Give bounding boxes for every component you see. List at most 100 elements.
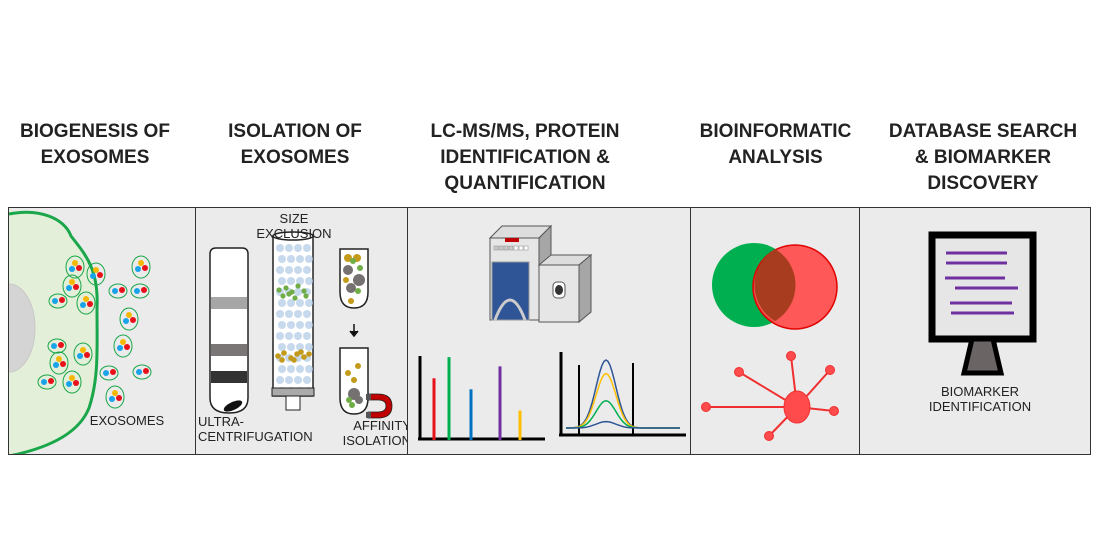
panel-database: BIOMARKER IDENTIFICATION xyxy=(859,207,1091,455)
bead xyxy=(276,332,284,340)
bead xyxy=(296,365,304,373)
particle xyxy=(355,396,363,404)
gold-particle xyxy=(306,351,312,357)
particle xyxy=(343,265,353,275)
bead xyxy=(285,376,293,384)
bead xyxy=(276,310,284,318)
label-exosomes: EXOSOMES xyxy=(89,413,165,428)
chromatogram-curve xyxy=(566,420,680,429)
exosome xyxy=(47,338,67,354)
chromatogram-curve xyxy=(566,372,680,429)
bead xyxy=(285,244,293,252)
exosome xyxy=(108,283,128,299)
led xyxy=(503,245,509,251)
bead xyxy=(287,299,295,307)
magnet-icon xyxy=(367,393,393,419)
exosome xyxy=(130,283,150,299)
bead xyxy=(296,343,304,351)
bead xyxy=(285,266,293,274)
bead xyxy=(287,365,295,373)
bead xyxy=(285,310,293,318)
bead xyxy=(287,343,295,351)
network-node xyxy=(701,402,711,412)
particle xyxy=(344,254,352,262)
exosome xyxy=(86,262,106,286)
bead xyxy=(287,255,295,263)
network-graph xyxy=(701,351,839,441)
exosome xyxy=(132,364,152,380)
step-heading-lcms: LC-MS/MS, PROTEIN IDENTIFICATION & QUANT… xyxy=(430,121,620,194)
bead xyxy=(294,244,302,252)
network-hub xyxy=(783,390,811,424)
document-lines xyxy=(945,251,1018,315)
led xyxy=(513,245,519,251)
particle xyxy=(345,370,351,376)
gold-particle xyxy=(275,353,281,359)
bead xyxy=(278,277,286,285)
green-particle xyxy=(283,285,289,291)
bead xyxy=(296,255,304,263)
down-arrow-icon xyxy=(349,324,359,338)
bead xyxy=(287,321,295,329)
network-node xyxy=(825,365,835,375)
label-ultracentrifugation: ULTRA- CENTRIFUGATION xyxy=(198,414,313,444)
bead xyxy=(303,310,311,318)
bead xyxy=(294,288,302,296)
bead xyxy=(294,376,302,384)
bead xyxy=(285,332,293,340)
monitor-icon xyxy=(928,231,1037,376)
bead xyxy=(294,310,302,318)
tube-particles-separated xyxy=(345,363,363,408)
network-node xyxy=(786,351,796,361)
exosome xyxy=(131,255,151,279)
exosome xyxy=(65,255,85,279)
green-particle xyxy=(292,295,298,301)
green-particle xyxy=(303,293,309,299)
led xyxy=(523,245,529,251)
column-frit xyxy=(271,387,315,397)
exosome xyxy=(62,370,82,394)
nucleus xyxy=(9,283,36,373)
step-heading-isolation: ISOLATION OF EXOSOMES xyxy=(228,121,362,168)
bead xyxy=(305,277,313,285)
gold-particle xyxy=(281,350,287,356)
affinity-tube-after xyxy=(339,347,393,419)
bead xyxy=(294,332,302,340)
bead xyxy=(305,365,313,373)
green-particle xyxy=(301,288,307,294)
particle xyxy=(353,274,365,286)
bead xyxy=(278,255,286,263)
bead xyxy=(278,365,286,373)
panel-lcms xyxy=(407,207,691,455)
particle xyxy=(348,298,354,304)
chromatogram-chart xyxy=(559,352,686,437)
mass-spectrum-chart xyxy=(418,356,545,441)
exosome xyxy=(105,385,125,409)
exosome xyxy=(49,351,69,375)
isolation-illustration xyxy=(209,231,393,419)
bead xyxy=(278,343,286,351)
gold-particle xyxy=(279,357,285,363)
label-affinity-isolation: AFFINITY ISOLATION xyxy=(342,418,408,448)
network-node xyxy=(829,406,839,416)
step-heading-biogenesis: BIOGENESIS OF EXOSOMES xyxy=(20,121,170,168)
exosome xyxy=(62,274,82,298)
bead xyxy=(296,299,304,307)
bead xyxy=(305,343,313,351)
bead xyxy=(296,277,304,285)
led xyxy=(508,245,514,251)
green-particle xyxy=(280,293,286,299)
panel-bioinformatic xyxy=(690,207,860,455)
green-particle xyxy=(276,287,282,293)
size-exclusion-column xyxy=(271,231,315,411)
gold-particle xyxy=(301,354,307,360)
particle xyxy=(343,277,349,283)
mass-spectrometer-icon xyxy=(488,224,593,324)
bead xyxy=(296,321,304,329)
bead xyxy=(294,266,302,274)
network-node xyxy=(734,367,744,377)
bead xyxy=(303,332,311,340)
band-dark xyxy=(211,371,247,383)
panel-isolation: SIZE EXCLUSION ULTRA- CENTRIFUGATION AFF… xyxy=(195,207,408,455)
network-node xyxy=(764,431,774,441)
